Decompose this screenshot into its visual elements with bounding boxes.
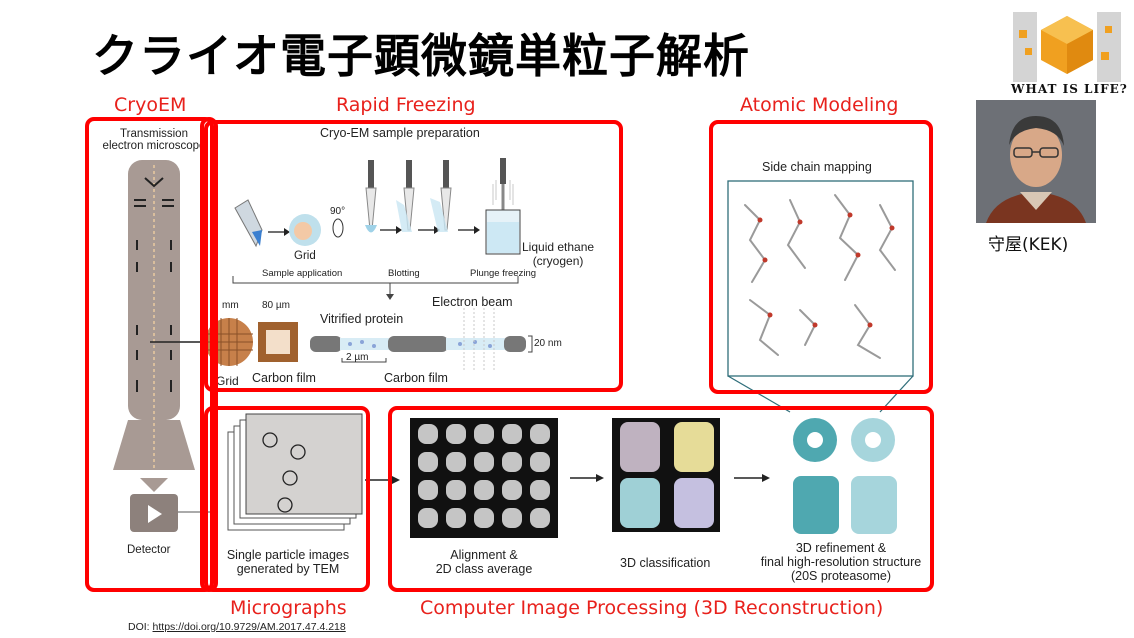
step-plunge: Plunge freezing bbox=[470, 268, 537, 279]
logo-text: WHAT IS LIFE? bbox=[1011, 82, 1128, 96]
carbon-film-right: Carbon film bbox=[384, 371, 448, 385]
grid-bottom-label: Grid bbox=[216, 374, 239, 388]
what-is-life-logo: WHAT IS LIFE? bbox=[1005, 8, 1129, 100]
box-rapid-freezing bbox=[204, 120, 623, 392]
grid-label: Grid bbox=[294, 250, 316, 262]
class-average-grid bbox=[410, 418, 604, 538]
micrograph-stack bbox=[227, 413, 400, 531]
refinement-line1: 3D refinement & bbox=[795, 541, 887, 555]
micrographs-caption: Single particle images generated by TEM bbox=[208, 548, 368, 576]
microscope-title: Transmission electron microscope bbox=[84, 128, 224, 152]
vitrified-label: Vitrified protein bbox=[320, 312, 404, 326]
mm-label: mm bbox=[222, 300, 239, 311]
um2-label: 2 µm bbox=[346, 352, 369, 363]
logo-graphic bbox=[1013, 12, 1121, 82]
label-image-processing: Computer Image Processing (3D Reconstruc… bbox=[420, 597, 884, 619]
alignment-line2: 2D class average bbox=[435, 562, 533, 576]
3d-classes bbox=[612, 418, 770, 532]
detector-label: Detector bbox=[127, 544, 171, 556]
carbon-film-left: Carbon film bbox=[252, 371, 316, 385]
refinement-line2: final high-resolution structure bbox=[760, 555, 922, 569]
micrographs-line2: generated by TEM bbox=[236, 562, 340, 576]
classification-caption: 3D classification bbox=[620, 556, 711, 570]
liquid-ethane-line2: (cryogen) bbox=[532, 254, 584, 268]
side-chain-title: Side chain mapping bbox=[762, 160, 872, 174]
box-atomic-modeling bbox=[709, 120, 933, 394]
label-rapid-freezing: Rapid Freezing bbox=[336, 94, 476, 116]
liquid-ethane-label: Liquid ethane (cryogen) bbox=[522, 240, 594, 268]
refinement-caption: 3D refinement & final high-resolution st… bbox=[748, 541, 934, 583]
angle-label: 90° bbox=[330, 206, 346, 217]
sample-prep-artwork bbox=[205, 158, 533, 370]
label-cryoem: CryoEM bbox=[114, 94, 187, 116]
microscope-column bbox=[113, 160, 215, 532]
box-micrographs bbox=[204, 406, 370, 592]
micrographs-line1: Single particle images bbox=[226, 548, 350, 562]
doi-line: DOI: https://doi.org/10.9729/AM.2017.47.… bbox=[128, 621, 346, 633]
alignment-line1: Alignment & bbox=[450, 548, 518, 562]
step-blotting: Blotting bbox=[388, 268, 420, 279]
person-silhouette bbox=[976, 100, 1096, 223]
microscope-title-line2: electron microscope bbox=[102, 140, 206, 152]
microscope-title-line1: Transmission bbox=[120, 128, 188, 140]
doi-link[interactable]: https://doi.org/10.9729/AM.2017.47.4.218 bbox=[152, 621, 346, 633]
person-photo bbox=[976, 100, 1096, 223]
side-chain-panel bbox=[727, 180, 914, 413]
prep-title: Cryo-EM sample preparation bbox=[320, 126, 480, 140]
refinement-line3: (20S proteasome) bbox=[790, 569, 892, 583]
label-atomic-modeling: Atomic Modeling bbox=[740, 94, 899, 116]
label-micrographs: Micrographs bbox=[230, 597, 347, 619]
final-structures bbox=[793, 418, 897, 534]
person-caption: 守屋(KEK) bbox=[988, 235, 1069, 255]
doi-label: DOI: bbox=[128, 621, 150, 633]
alignment-caption: Alignment & 2D class average bbox=[414, 548, 554, 576]
um80-label: 80 µm bbox=[262, 300, 290, 311]
nm20-label: 20 nm bbox=[534, 338, 562, 349]
slide-title: クライオ電子顕微鏡単粒子解析 bbox=[92, 29, 750, 83]
box-image-processing bbox=[388, 406, 934, 592]
liquid-ethane-line1: Liquid ethane bbox=[522, 240, 595, 254]
electron-beam-label: Electron beam bbox=[432, 295, 513, 309]
step-application: Sample application bbox=[262, 268, 343, 279]
box-cryoem bbox=[85, 117, 214, 592]
